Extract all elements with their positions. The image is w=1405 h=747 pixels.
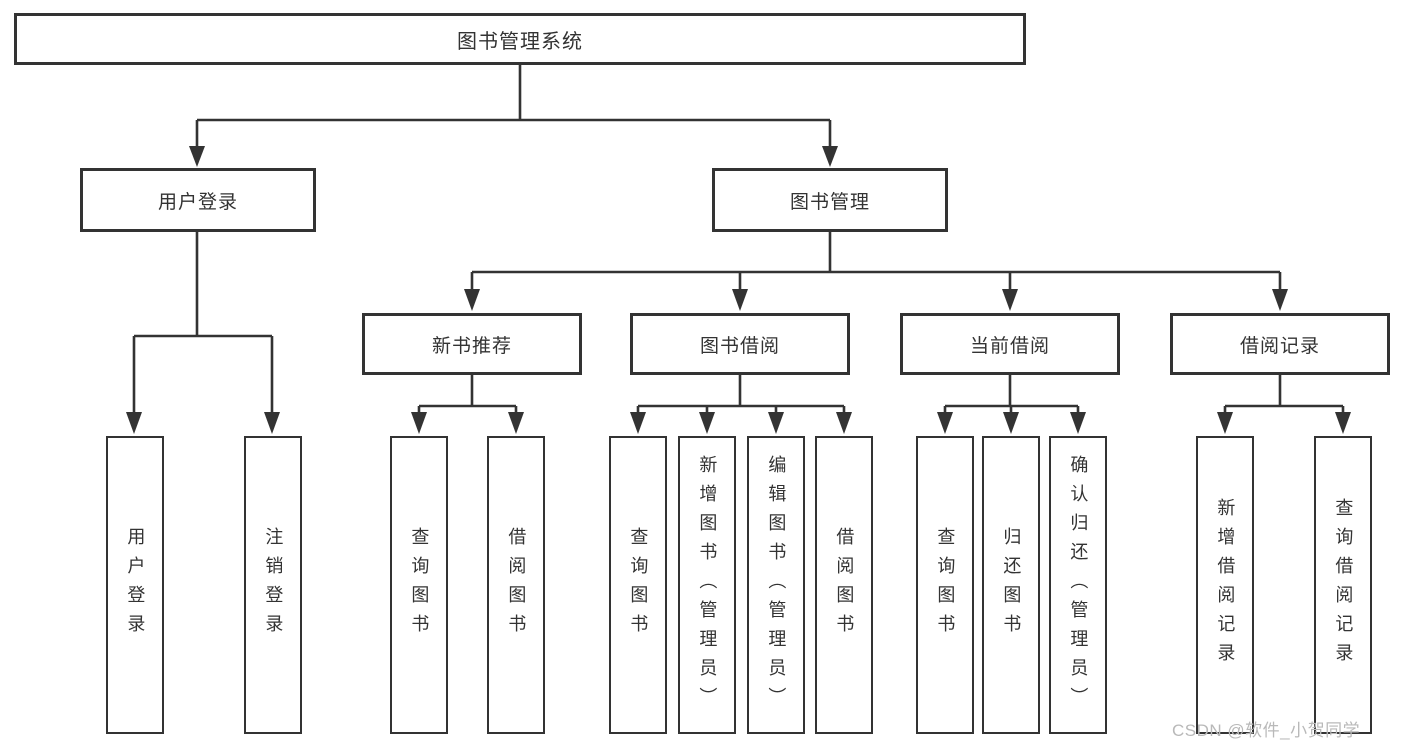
arrow-down-icon (732, 289, 748, 311)
arrow-down-icon (411, 412, 427, 434)
connector-path (470, 232, 1282, 291)
arrow-down-icon (1335, 412, 1351, 434)
node-label: 借阅图书 (834, 527, 855, 643)
node-leaf-recommend-query-books: 查询图书 (390, 436, 448, 734)
node-leaf-logout: 注销登录 (244, 436, 302, 734)
node-label: 借阅图书 (506, 527, 527, 643)
node-leaf-query-borrow-record: 查询借阅记录 (1314, 436, 1372, 734)
node-book-borrowing: 图书借阅 (630, 313, 850, 375)
node-label: 确认归还（管理员） (1068, 454, 1089, 716)
node-book-management: 图书管理 (712, 168, 948, 232)
arrow-down-icon (1002, 289, 1018, 311)
connector-path (943, 375, 1080, 414)
node-leaf-borrowing-query-books: 查询图书 (609, 436, 667, 734)
node-label: 查询借阅记录 (1333, 498, 1354, 672)
arrow-down-icon (1272, 289, 1288, 311)
node-label: 查询图书 (628, 527, 649, 643)
node-label: 查询图书 (409, 527, 430, 643)
edge-book-management-to-sections (464, 232, 1288, 311)
connector-path (417, 375, 518, 414)
node-leaf-edit-books-admin: 编辑图书（管理员） (747, 436, 805, 734)
node-label: 注销登录 (263, 527, 284, 643)
watermark: CSDN @软件_小贺同学 (1172, 721, 1361, 740)
arrow-down-icon (1003, 412, 1019, 434)
connector-path (132, 232, 274, 414)
edge-root-to-level2 (189, 65, 838, 167)
connector-path (636, 375, 846, 414)
arrow-down-icon (189, 146, 205, 167)
arrow-down-icon (126, 412, 142, 434)
node-label: 新增图书（管理员） (697, 454, 718, 716)
arrow-down-icon (768, 412, 784, 434)
arrow-down-icon (836, 412, 852, 434)
node-label: 新增借阅记录 (1215, 498, 1236, 672)
arrow-down-icon (699, 412, 715, 434)
node-leaf-current-query-books: 查询图书 (916, 436, 974, 734)
arrow-down-icon (464, 289, 480, 311)
node-leaf-return-books: 归还图书 (982, 436, 1040, 734)
connector-path (195, 65, 832, 148)
node-label: 归还图书 (1001, 527, 1022, 643)
node-leaf-confirm-return-admin: 确认归还（管理员） (1049, 436, 1107, 734)
edge-book-borrowing-to-children (630, 375, 852, 434)
node-leaf-user-login: 用户登录 (106, 436, 164, 734)
node-user-login: 用户登录 (80, 168, 316, 232)
arrow-down-icon (822, 146, 838, 167)
node-new-book-recommendation: 新书推荐 (362, 313, 582, 375)
connector-path (1223, 375, 1345, 414)
node-current-borrowing: 当前借阅 (900, 313, 1120, 375)
node-label: 用户登录 (125, 527, 146, 643)
node-label: 编辑图书（管理员） (766, 454, 787, 716)
node-leaf-add-books-admin: 新增图书（管理员） (678, 436, 736, 734)
node-borrowing-records: 借阅记录 (1170, 313, 1390, 375)
arrow-down-icon (1217, 412, 1233, 434)
node-leaf-add-borrow-record: 新增借阅记录 (1196, 436, 1254, 734)
arrow-down-icon (508, 412, 524, 434)
node-leaf-recommend-borrow-books: 借阅图书 (487, 436, 545, 734)
arrow-down-icon (1070, 412, 1086, 434)
arrow-down-icon (937, 412, 953, 434)
edge-borrowing-records-to-children (1217, 375, 1351, 434)
node-library-management-system: 图书管理系统 (14, 13, 1026, 65)
edge-current-borrowing-to-children (937, 375, 1086, 434)
edge-user-login-to-children (126, 232, 280, 434)
node-label: 查询图书 (935, 527, 956, 643)
edge-new-book-recommendation-to-children (411, 375, 524, 434)
node-leaf-borrowing-borrow-books: 借阅图书 (815, 436, 873, 734)
arrow-down-icon (264, 412, 280, 434)
arrow-down-icon (630, 412, 646, 434)
